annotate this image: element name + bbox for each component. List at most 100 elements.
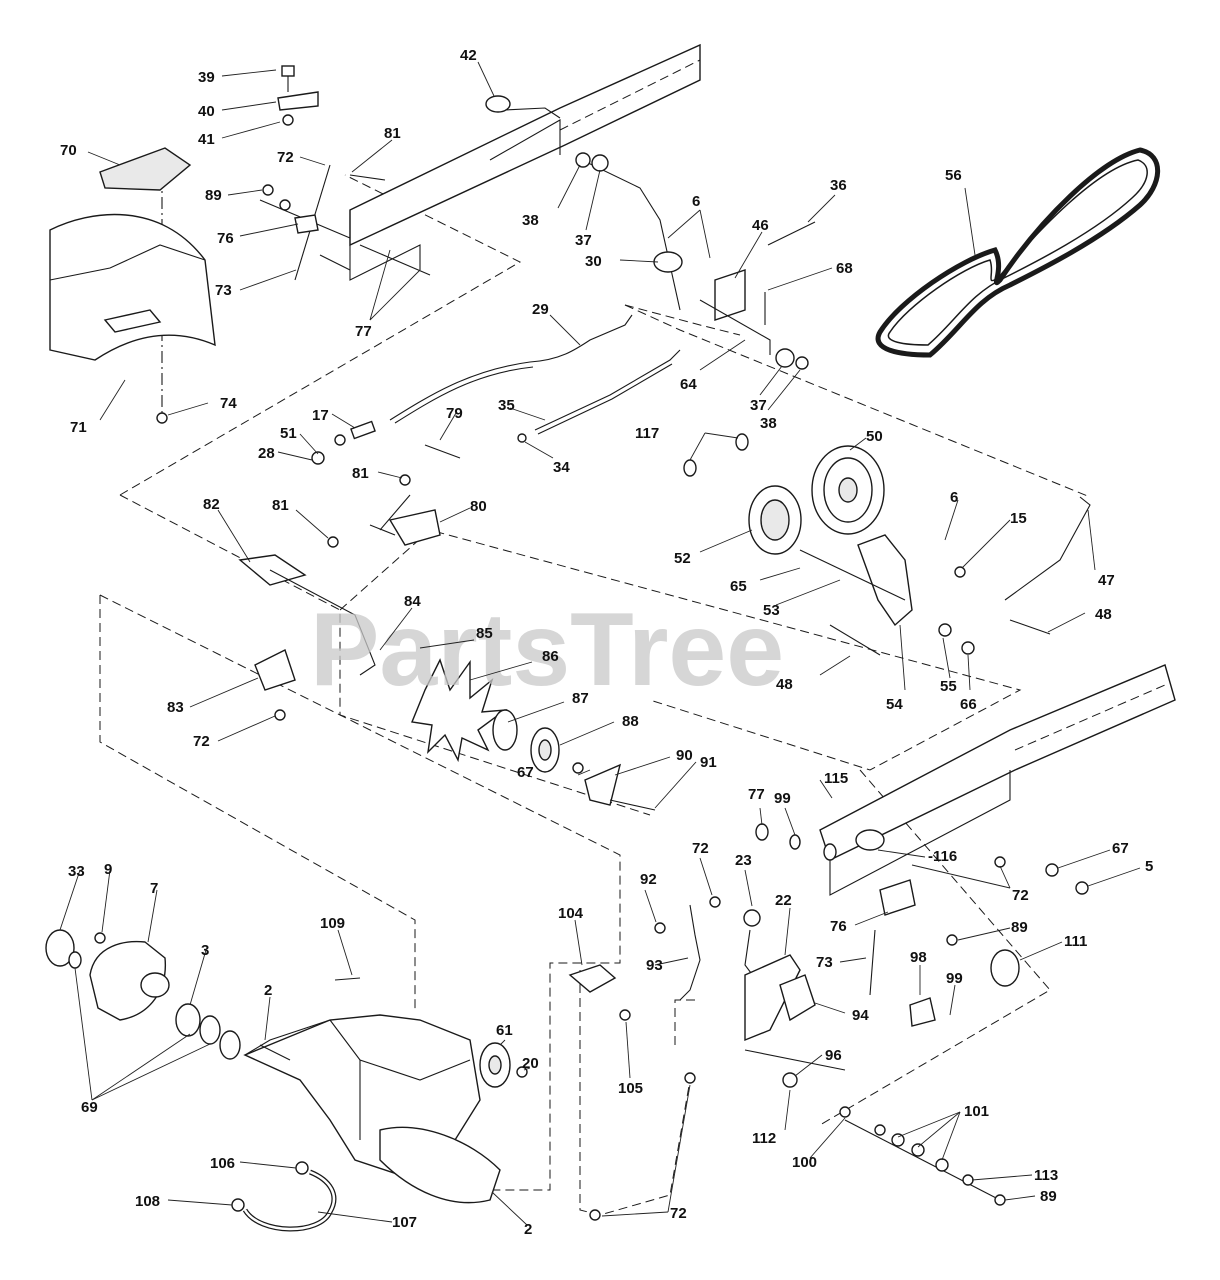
callout-74: 74 — [220, 395, 237, 412]
callout-89: 89 — [205, 187, 222, 204]
vent-hose — [231, 1161, 337, 1232]
callout-2a: 2 — [264, 982, 272, 999]
callout-38a: 38 — [522, 212, 539, 229]
callout-72e: 72 — [670, 1205, 687, 1222]
callout-87: 87 — [572, 690, 589, 707]
callout-72b: 72 — [193, 733, 210, 750]
callout-17: 17 — [312, 407, 329, 424]
callout-7: 7 — [150, 880, 158, 897]
impeller-assembly — [411, 658, 656, 811]
callout-107: 107 — [392, 1214, 417, 1231]
callout-48a: 48 — [1095, 606, 1112, 623]
callout-104: 104 — [558, 905, 584, 922]
callout-22: 22 — [775, 892, 792, 909]
callout-29: 29 — [532, 301, 549, 318]
callout-108: 108 — [135, 1193, 160, 1210]
callout-72d: 72 — [692, 840, 709, 857]
linkage-bracket — [653, 221, 816, 355]
callout-2b: 2 — [524, 1221, 532, 1238]
callout-98: 98 — [910, 949, 927, 966]
callout-73b: 73 — [816, 954, 833, 971]
callout-37a: 37 — [575, 232, 592, 249]
callout-77b: 77 — [748, 786, 765, 803]
callout-64: 64 — [680, 376, 697, 393]
callout-106: 106 — [210, 1155, 235, 1172]
callout-85: 85 — [476, 625, 493, 642]
callout-38b: 38 — [760, 415, 777, 432]
callout-81c: 81 — [272, 497, 289, 514]
callout-48b: 48 — [776, 676, 793, 693]
callout-73: 73 — [215, 282, 232, 299]
callout-67a: 67 — [517, 764, 534, 781]
callout-5: 5 — [1145, 858, 1153, 875]
callout-115: 115 — [824, 770, 848, 787]
callout-23: 23 — [735, 852, 752, 869]
callout-37b: 37 — [750, 397, 767, 414]
callout-96: 96 — [825, 1047, 842, 1064]
transmission-housing — [243, 1014, 528, 1204]
upper-hardware — [259, 65, 809, 531]
callout-76b: 76 — [830, 918, 847, 935]
callout-81: 81 — [384, 125, 401, 142]
callout-36: 36 — [830, 177, 847, 194]
callout-39: 39 — [198, 69, 215, 86]
callout-82: 82 — [203, 496, 220, 513]
callout-52: 52 — [674, 550, 691, 567]
callout-117: 117 — [635, 425, 659, 442]
callout-66: 66 — [960, 696, 977, 713]
lower-linkages — [319, 254, 1089, 1221]
callout-99b: 99 — [946, 970, 963, 987]
callout-6a: 6 — [692, 193, 700, 210]
callout-111: 111 — [1064, 933, 1087, 950]
callout-91: 91 — [700, 754, 717, 771]
callout-30: 30 — [585, 253, 602, 270]
callout-100: 100 — [792, 1154, 817, 1171]
callout-51: 51 — [280, 425, 297, 442]
callout-99a: 99 — [774, 790, 791, 807]
callout-88: 88 — [622, 713, 639, 730]
upper-frame-rail — [349, 43, 701, 281]
callout-94: 94 — [852, 1007, 869, 1024]
callout-65: 65 — [730, 578, 747, 595]
callout-109: 109 — [320, 915, 345, 932]
pulley-assembly — [683, 433, 885, 555]
callout-80: 80 — [470, 498, 487, 515]
callout-112: 112 — [752, 1130, 776, 1147]
callout-35: 35 — [498, 397, 515, 414]
drive-belt — [875, 147, 1161, 358]
callout-92: 92 — [640, 871, 657, 888]
callout-93: 93 — [646, 957, 663, 974]
callout-6b: 6 — [950, 489, 958, 506]
callout-61: 61 — [496, 1022, 513, 1039]
callout-53: 53 — [763, 602, 780, 619]
watermark: PartsTree — [310, 592, 784, 708]
callout-41: 41 — [198, 131, 215, 148]
control-rods — [350, 159, 681, 440]
callout-101: 101 — [964, 1103, 989, 1120]
callout-72c: 72 — [1012, 887, 1029, 904]
callout-55: 55 — [940, 678, 957, 695]
callout-72: 72 — [277, 149, 294, 166]
callout-84: 84 — [404, 593, 421, 610]
axle-cover — [45, 929, 361, 1061]
callout-34: 34 — [553, 459, 570, 476]
callout-15: 15 — [1010, 510, 1027, 527]
callout-105: 105 — [618, 1080, 643, 1097]
callout-54: 54 — [886, 696, 903, 713]
callout-71: 71 — [70, 419, 87, 436]
callout-79: 79 — [446, 405, 463, 422]
callout-89c: 89 — [1040, 1188, 1057, 1205]
callout-77: 77 — [355, 323, 372, 340]
callout-33: 33 — [68, 863, 85, 880]
idler-arm — [799, 496, 1091, 656]
leader-lines — [59, 61, 1141, 1226]
callout-40: 40 — [198, 103, 215, 120]
callout-50: 50 — [866, 428, 883, 445]
callout-81b: 81 — [352, 465, 369, 482]
callout-113: 113 — [1034, 1167, 1058, 1184]
callout-56: 56 — [945, 167, 962, 184]
callout-116: -116 — [928, 848, 957, 865]
callout-89b: 89 — [1011, 919, 1028, 936]
